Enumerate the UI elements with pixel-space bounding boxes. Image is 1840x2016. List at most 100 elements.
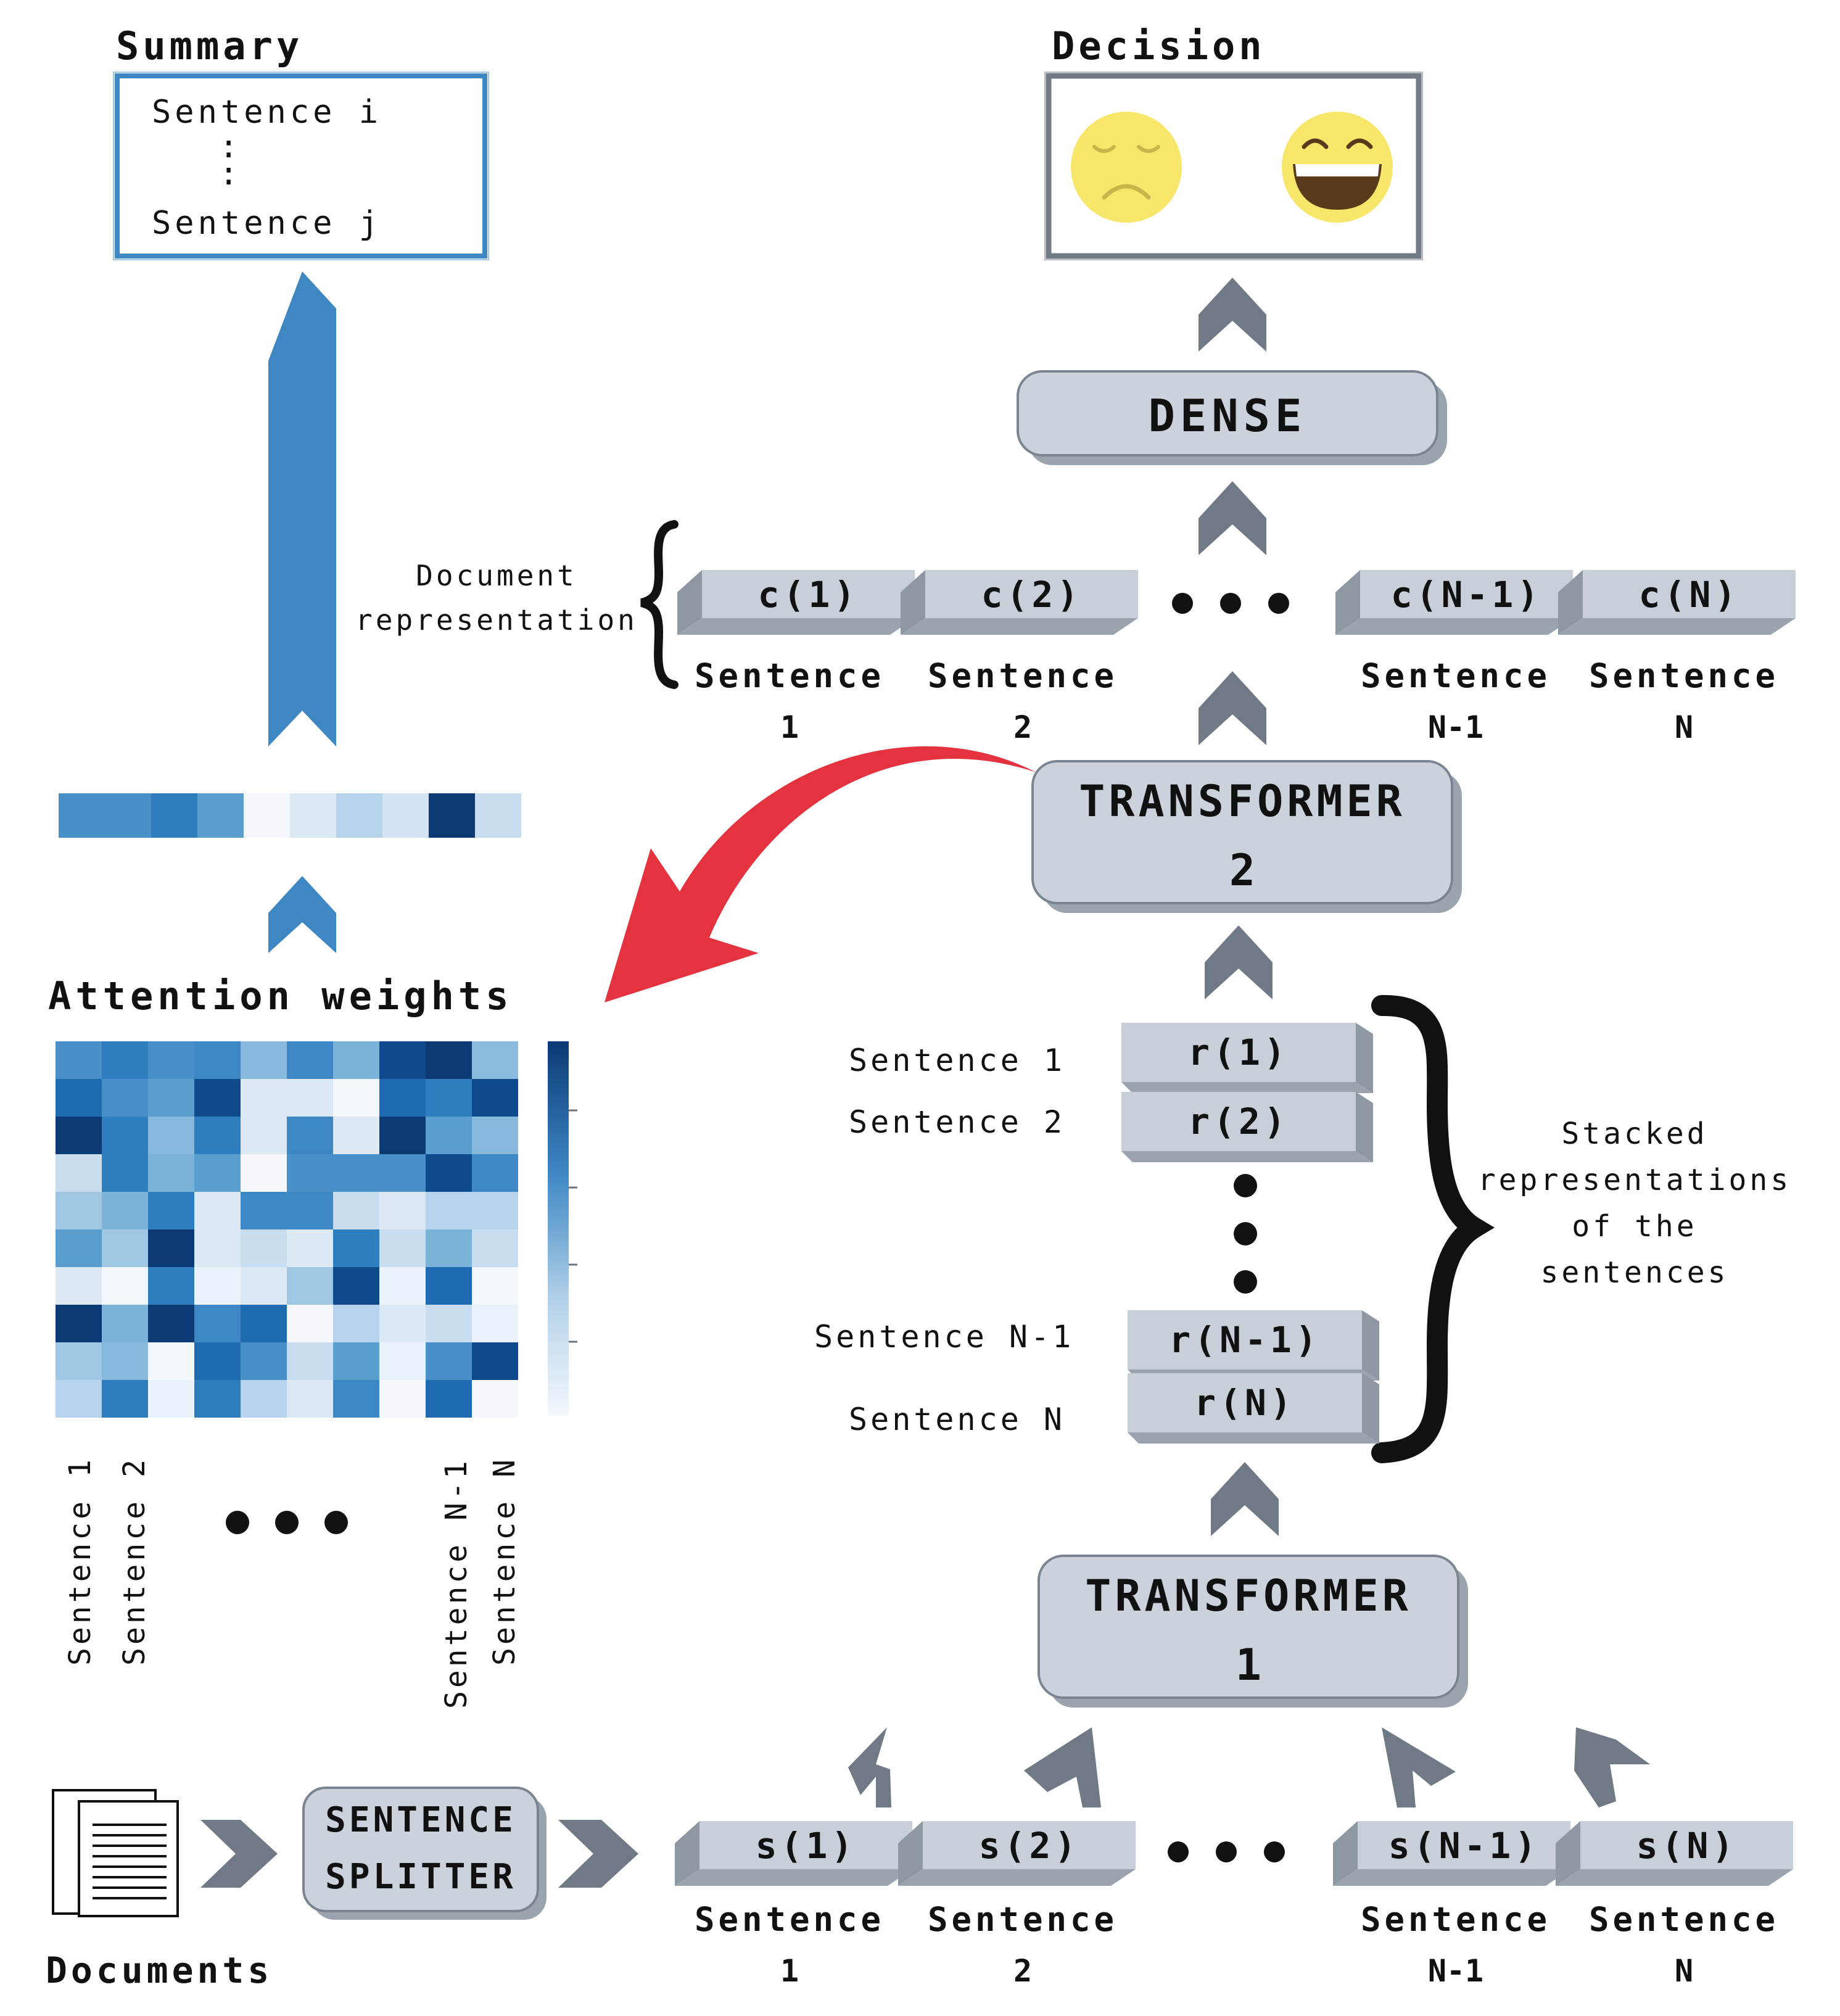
heatmap-axis-label: Sentence N <box>487 1456 522 1666</box>
heatmap-cell <box>472 1117 518 1154</box>
doc-rep-block-side <box>901 570 925 635</box>
vector-cell <box>382 793 429 838</box>
heatmap-cell <box>194 1079 241 1117</box>
input-sentence-index: N <box>1674 1953 1694 1989</box>
heatmap-cell <box>287 1305 333 1342</box>
stacked-block-label: r(2) <box>1188 1101 1289 1142</box>
heatmap-cell <box>379 1305 426 1342</box>
heatmap-cell <box>241 1380 287 1418</box>
arrow-up-icon <box>268 876 336 953</box>
vector-cell <box>59 793 105 838</box>
heatmap-cell <box>287 1079 333 1117</box>
heatmap-cell <box>56 1041 102 1079</box>
stacked-label: sentences <box>1540 1255 1729 1290</box>
heatmap-cell <box>102 1192 148 1229</box>
doc-rep-label: representation <box>355 603 638 637</box>
documents-icon <box>52 1789 179 1917</box>
vector-cell <box>244 793 290 838</box>
doc-rep-block-bottom <box>1558 618 1796 635</box>
stacked-block <box>1121 1023 1356 1082</box>
sentence-splitter <box>302 1787 539 1912</box>
heatmap-cell <box>56 1154 102 1192</box>
heatmap-cell <box>333 1342 379 1380</box>
heatmap-cell <box>287 1117 333 1154</box>
heatmap-cell <box>426 1267 472 1305</box>
happy-face-icon <box>1282 112 1393 223</box>
vector-cell <box>336 793 382 838</box>
vector-cell <box>475 793 521 838</box>
transformer-1-number: 1 <box>1235 1640 1262 1690</box>
attention-vector <box>59 793 521 838</box>
heatmap-cell <box>56 1192 102 1229</box>
doc-rep-block-bottom <box>1335 618 1573 635</box>
heatmap-cell <box>148 1079 194 1117</box>
doc-rep-block-label: c(N) <box>1639 574 1740 616</box>
decision-box <box>1046 73 1422 259</box>
heatmap-cell <box>194 1229 241 1267</box>
doc-rep-block <box>925 570 1138 618</box>
input-sentence-label: Sentence <box>694 1900 885 1939</box>
heatmap-cell <box>426 1192 472 1229</box>
heatmap-cell <box>148 1305 194 1342</box>
heatmap-cell <box>194 1041 241 1079</box>
doc-rep-label: Document <box>416 559 577 592</box>
heatmap-cell <box>194 1267 241 1305</box>
heatmap-cell <box>287 1380 333 1418</box>
sentence-block-bottom <box>1556 1869 1793 1886</box>
decision-title: Decision <box>1052 23 1266 68</box>
summary-box <box>115 73 487 258</box>
sentence-block-side <box>1556 1821 1580 1886</box>
heatmap-cell <box>379 1079 426 1117</box>
arrow-up-icon <box>1205 925 1273 999</box>
heatmap-cell <box>56 1305 102 1342</box>
doc-rep-block-label: c(N-1) <box>1391 574 1543 616</box>
arrow-right-icon <box>558 1820 638 1888</box>
summary-ellipsis: : <box>219 155 239 192</box>
heatmap-cell <box>194 1192 241 1229</box>
doc-rep-block-side <box>1335 570 1360 635</box>
heatmap-cell <box>379 1192 426 1229</box>
stacked-block-side <box>1362 1373 1379 1444</box>
summary-first-sentence: Sentence i <box>152 94 382 131</box>
doc-sentence-label: Sentence <box>927 656 1118 695</box>
heatmap-cell <box>287 1267 333 1305</box>
heatmap-cell <box>241 1342 287 1380</box>
stacked-label: of the <box>1572 1209 1698 1244</box>
sentence-block-label: s(N) <box>1636 1825 1738 1867</box>
vector-cell <box>151 793 197 838</box>
brace <box>1371 994 1495 1463</box>
heatmap-cell <box>148 1154 194 1192</box>
heatmap-cell <box>287 1229 333 1267</box>
input-sentence-label: Sentence <box>927 1900 1118 1939</box>
doc-rep-block-side <box>677 570 702 635</box>
doc-sentence-label: Sentence <box>1360 656 1551 695</box>
heatmap-cell <box>287 1342 333 1380</box>
heatmap-cell <box>426 1154 472 1192</box>
stacked-block-side <box>1362 1310 1379 1381</box>
heatmap-cell <box>379 1041 426 1079</box>
sentence-block-side <box>898 1821 923 1886</box>
heatmap-cell <box>102 1305 148 1342</box>
sentence-block-bottom <box>675 1869 912 1886</box>
heatmap-cell <box>102 1342 148 1380</box>
stacked-block-bottom <box>1121 1082 1373 1093</box>
heatmap-cell <box>102 1154 148 1192</box>
stacked-block-label: r(1) <box>1188 1031 1289 1073</box>
heatmap-axis-label: Sentence 1 <box>63 1456 97 1666</box>
heatmap-cell <box>333 1041 379 1079</box>
heatmap-cell <box>472 1041 518 1079</box>
heatmap-cell <box>333 1267 379 1305</box>
summary-title: Summary <box>116 23 303 68</box>
heatmap-cell <box>379 1229 426 1267</box>
arrow-right-icon <box>200 1820 278 1888</box>
dense-label: DENSE <box>1148 390 1307 442</box>
heatmap-cell <box>148 1192 194 1229</box>
transformer-2-label: TRANSFORMER <box>1079 776 1406 827</box>
colorbar <box>548 1041 569 1416</box>
stacked-label: Stacked <box>1561 1117 1708 1151</box>
heatmap-cell <box>426 1041 472 1079</box>
doc-rep-block-label: c(2) <box>981 574 1083 616</box>
arrow-up-icon <box>1198 481 1266 555</box>
heatmap-cell <box>102 1117 148 1154</box>
heatmap-cell <box>102 1380 148 1418</box>
